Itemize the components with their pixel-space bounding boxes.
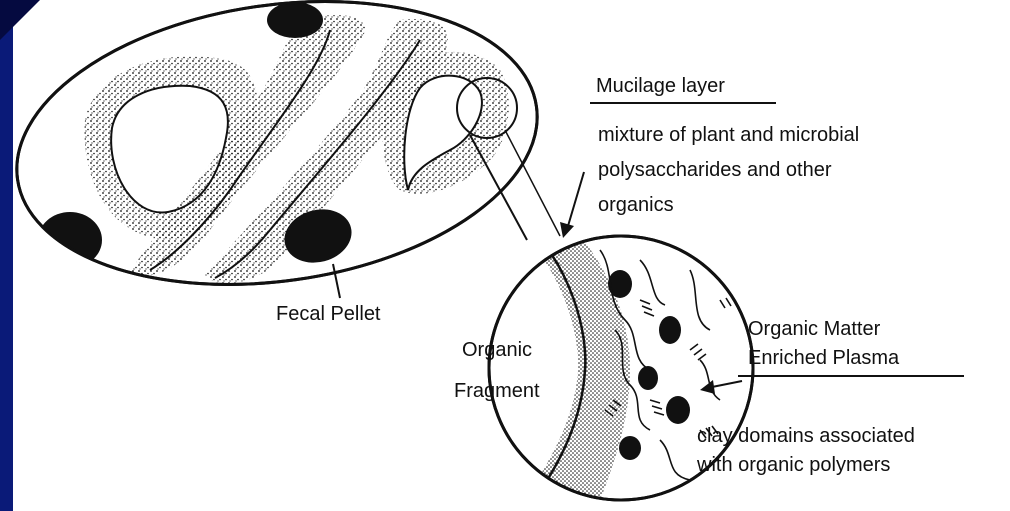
mucilage-layer-title: Mucilage layer	[596, 74, 725, 98]
clay-desc-line-2: with organic polymers	[697, 453, 890, 477]
fecal-pellet-label: Fecal Pellet	[276, 302, 381, 326]
organic-fragment-label-line-2: Fragment	[454, 379, 540, 403]
mucilage-desc-line-2: polysaccharides and other	[598, 158, 831, 182]
clay-desc-line-1: clay domains associated	[697, 424, 915, 448]
mucilage-desc-line-1: mixture of plant and microbial	[598, 123, 859, 147]
mucilage-arrow	[560, 172, 584, 238]
fecal-pellet-shape	[0, 0, 556, 316]
organic-fragment-label-line-1: Organic	[462, 338, 532, 362]
mucilage-title-underline	[590, 102, 776, 104]
plasma-title-line-2: Enriched Plasma	[748, 346, 899, 370]
plasma-title-underline	[738, 375, 964, 377]
plasma-title-line-1: Organic Matter	[748, 317, 880, 341]
mucilage-desc-line-3: organics	[598, 193, 674, 217]
